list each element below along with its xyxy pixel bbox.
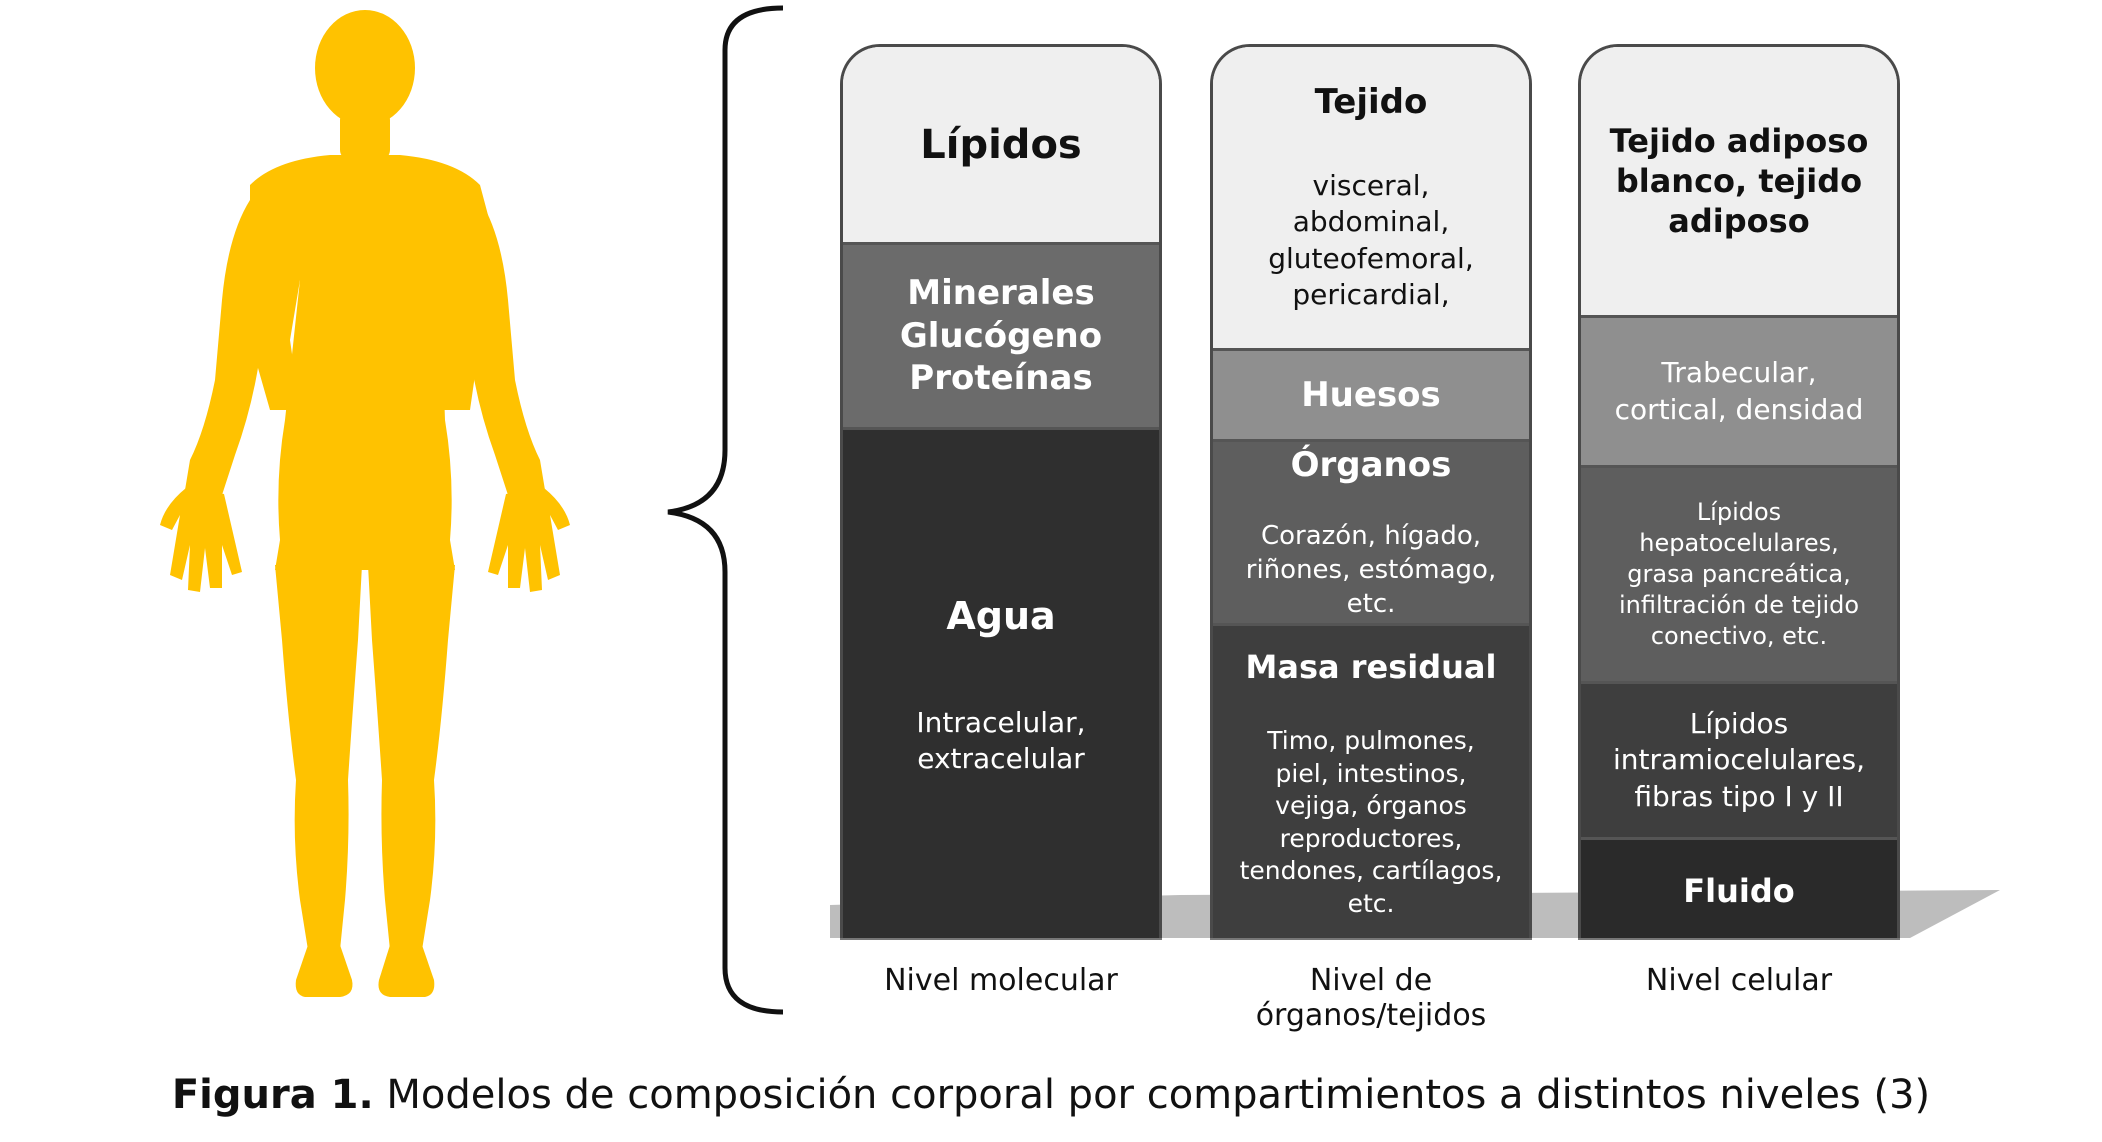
compartment-title: Tejido <box>1314 82 1428 123</box>
compartment-title: Masa residual <box>1245 648 1497 686</box>
column-2: Tejido visceral, abdominal, gluteofemoral… <box>1210 44 1532 938</box>
compartment-description: Intracelular, extracelular <box>916 705 1086 776</box>
compartment-3-2: Trabecular, cortical, densidad <box>1581 315 1897 465</box>
compartment-title: Fluido <box>1683 871 1795 910</box>
compartment-description: Lípidos intramiocelulares, fibras tipo I… <box>1612 706 1866 813</box>
caption-label: Figura 1. <box>171 1072 374 1118</box>
level-label-3: Nivel celular <box>1645 963 1833 998</box>
compartment-1-2: Minerales Glucógeno Proteínas <box>843 242 1159 427</box>
compartment-description: Timo, pulmones, piel, intestinos, vejiga… <box>1239 726 1503 918</box>
caption-text: Modelos de composición corporal por comp… <box>373 1072 1931 1118</box>
compartment-description: Corazón, hígado, riñones, estómago, etc. <box>1245 521 1497 619</box>
compartment-2-1: Tejido visceral, abdominal, gluteofemoral… <box>1213 47 1529 348</box>
compartment-title: Lípidos <box>920 121 1082 168</box>
compartment-title: Tejido adiposo blanco, tejido adiposo <box>1609 122 1869 240</box>
compartment-title: Minerales Glucógeno Proteínas <box>899 273 1103 399</box>
compartment-3-1: Tejido adiposo blanco, tejido adiposo <box>1581 47 1897 315</box>
compartment-3-4: Lípidos intramiocelulares, fibras tipo I… <box>1581 681 1897 837</box>
compartment-3-5: Fluido <box>1581 837 1897 938</box>
compartment-1-1: Lípidos <box>843 47 1159 242</box>
compartment-title: Huesos <box>1301 374 1441 415</box>
compartment-title: Agua <box>946 594 1056 639</box>
compartment-title: Órganos <box>1290 444 1452 485</box>
level-label-2: Nivel de órganos/tejidos <box>1255 963 1487 1033</box>
compartment-3-3: Lípidos hepatocelulares, grasa pancreáti… <box>1581 465 1897 681</box>
compartment-description: Lípidos hepatocelulares, grasa pancreáti… <box>1618 497 1860 651</box>
compartment-description: visceral, abdominal, gluteofemoral, peri… <box>1268 168 1474 312</box>
compartment-description: Trabecular, cortical, densidad <box>1614 356 1864 426</box>
human-body-silhouette-icon <box>160 10 570 997</box>
curly-brace-icon <box>667 5 784 1015</box>
level-label-1: Nivel molecular <box>884 963 1118 998</box>
compartment-2-2: Huesos <box>1213 348 1529 439</box>
figure-caption: Figura 1. Modelos de composición corpora… <box>0 1072 2102 1118</box>
